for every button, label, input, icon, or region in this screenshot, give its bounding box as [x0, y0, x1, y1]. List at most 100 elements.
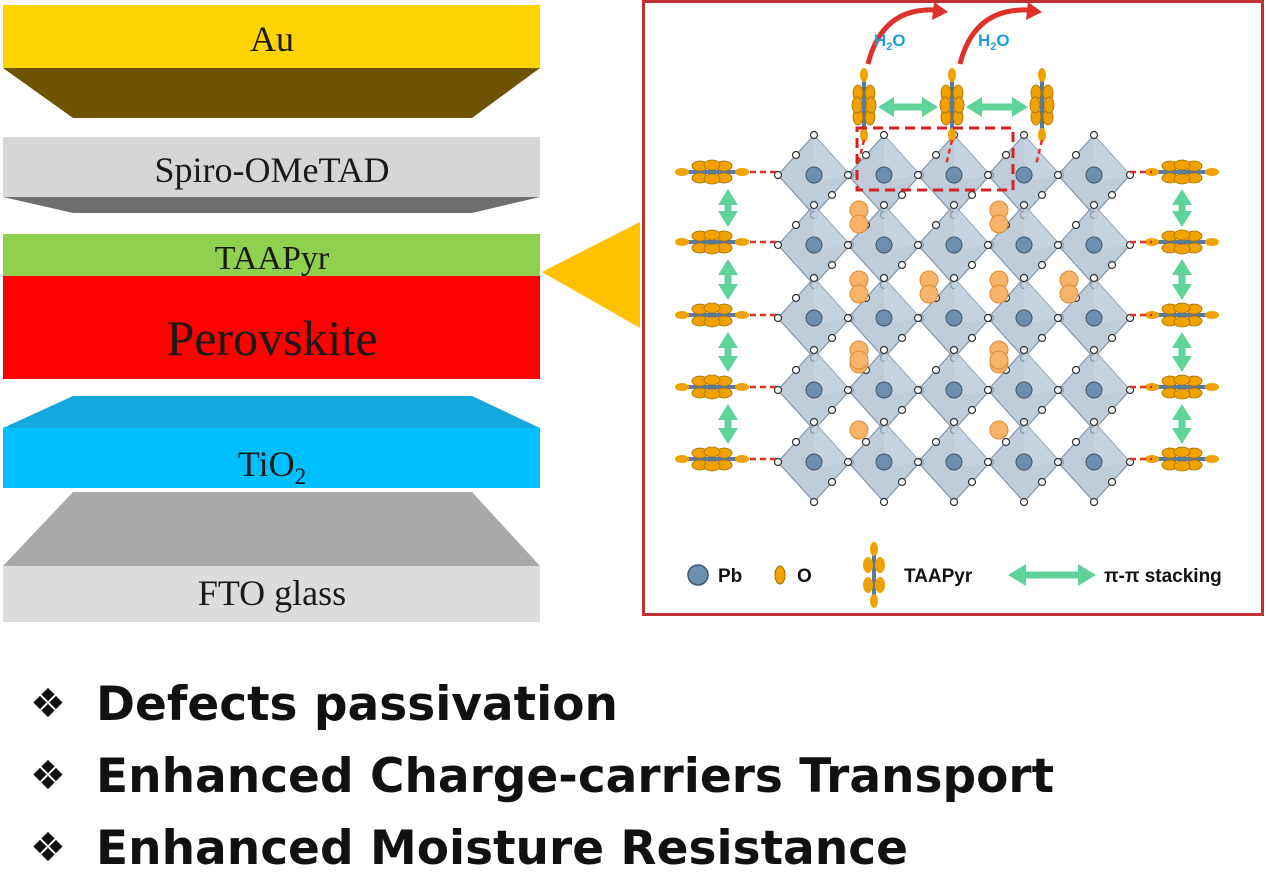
iodide-atom [827, 477, 837, 487]
pi-arrowhead [718, 259, 738, 275]
iodide-atom [983, 240, 993, 250]
pb-atom [1015, 381, 1033, 399]
iodide-atom [1001, 437, 1011, 447]
iodide-atom [1089, 273, 1099, 283]
iodide-atom [791, 220, 801, 230]
cation-sphere [919, 284, 939, 304]
oxygen-atom [703, 302, 721, 314]
pi-arrowhead [1172, 211, 1192, 227]
oxygen-atom [703, 243, 721, 255]
feature-bullet-list: ❖ Defects passivation ❖ Enhanced Charge-… [30, 668, 1260, 884]
iodide-atom [1089, 200, 1099, 210]
octahedron-highlight [954, 205, 990, 251]
oxygen-atom [703, 229, 721, 241]
pbi6-octahedron [1053, 200, 1135, 290]
bullet-text: Defects passivation [96, 676, 618, 732]
pb-atom [805, 236, 823, 254]
oxygen-atom [1173, 374, 1191, 386]
pb-atom [945, 381, 963, 399]
oxygen-atom [1205, 383, 1219, 391]
pb-atom [1085, 453, 1103, 471]
oxygen-atom [703, 159, 721, 171]
iodide-atom [809, 273, 819, 283]
octahedron-highlight [954, 422, 990, 468]
oxygen-atom [1205, 168, 1219, 176]
iodide-atom [1019, 345, 1029, 355]
pi-arrowhead [718, 428, 738, 444]
cation-sphere [989, 214, 1009, 234]
pi-arrowhead [966, 97, 982, 117]
pi-arrowhead [922, 97, 938, 117]
iodide-atom [843, 313, 853, 323]
iodide-atom [913, 457, 923, 467]
oxygen-atom [860, 68, 868, 82]
coordination-bond [1034, 139, 1044, 166]
pbi6-octahedron [843, 417, 925, 507]
octahedron-highlight [1094, 422, 1130, 468]
iodide-atom [1089, 417, 1099, 427]
iodide-atom [843, 170, 853, 180]
iodide-atom [967, 477, 977, 487]
iodide-atom [1037, 333, 1047, 343]
oxygen-atom [735, 383, 749, 391]
iodide-atom [967, 405, 977, 415]
pi-arrowhead [1172, 356, 1192, 372]
legend-taapyr-label: TAAPyr [904, 566, 973, 587]
pbi6-octahedron [983, 417, 1065, 507]
iodide-atom [861, 437, 871, 447]
diamond-bullet-icon: ❖ [30, 825, 66, 871]
cation-sphere [989, 350, 1009, 370]
pb-atom [945, 236, 963, 254]
pi-arrowhead [1172, 259, 1192, 275]
octahedron-highlight [1024, 278, 1060, 324]
pbi6-octahedron [773, 417, 855, 507]
pb-atom [875, 453, 893, 471]
octahedron-highlight [814, 135, 850, 181]
iodide-atom [897, 260, 907, 270]
iodide-atom [1053, 170, 1063, 180]
oxygen-atom [939, 96, 951, 114]
perovskite-label: Perovskite [166, 310, 377, 366]
taapyr-molecule-right [1145, 374, 1219, 400]
iodide-atom [791, 365, 801, 375]
legend-stacking-label: π-π stacking [1104, 566, 1222, 587]
oxygen-atom [1029, 96, 1041, 114]
iodide-atom [1107, 405, 1117, 415]
octahedron-highlight [1024, 422, 1060, 468]
octahedron-highlight [884, 135, 920, 181]
pb-atom [1015, 453, 1033, 471]
highlight-dashed-box [855, 126, 1015, 192]
iodide-atom [931, 437, 941, 447]
diamond-bullet-icon: ❖ [30, 753, 66, 799]
pb-atom [1015, 309, 1033, 327]
fto-layer [3, 566, 540, 622]
callout-pointer [542, 222, 640, 328]
iodide-atom [773, 457, 783, 467]
tio2-layer [3, 428, 540, 488]
oxygen-atom [675, 311, 689, 319]
oxygen-atom [1038, 68, 1046, 82]
iodide-atom [949, 497, 959, 507]
bullet-text: Enhanced Moisture Resistance [96, 820, 908, 876]
iodide-atom [897, 333, 907, 343]
iodide-atom [791, 437, 801, 447]
pbi6-octahedron [913, 130, 995, 220]
pb-atom [945, 453, 963, 471]
cation-sphere [849, 420, 869, 440]
pb-atom [1085, 166, 1103, 184]
taapyr-molecule-left [675, 446, 749, 472]
iodide-atom [1053, 240, 1063, 250]
iodide-atom [1071, 365, 1081, 375]
pbi6-octahedron [773, 200, 855, 290]
iodide-atom [1019, 417, 1029, 427]
iodide-atom [1019, 200, 1029, 210]
iodide-atom [1019, 273, 1029, 283]
oxygen-atom [675, 383, 689, 391]
iodide-atom [897, 190, 907, 200]
pi-arrowhead [1172, 189, 1192, 205]
taapyr-molecule-top [1029, 68, 1055, 142]
pb-atom [1085, 236, 1103, 254]
iodide-atom [1107, 333, 1117, 343]
iodide-atom [1019, 130, 1029, 140]
oxygen-atom [703, 460, 721, 472]
